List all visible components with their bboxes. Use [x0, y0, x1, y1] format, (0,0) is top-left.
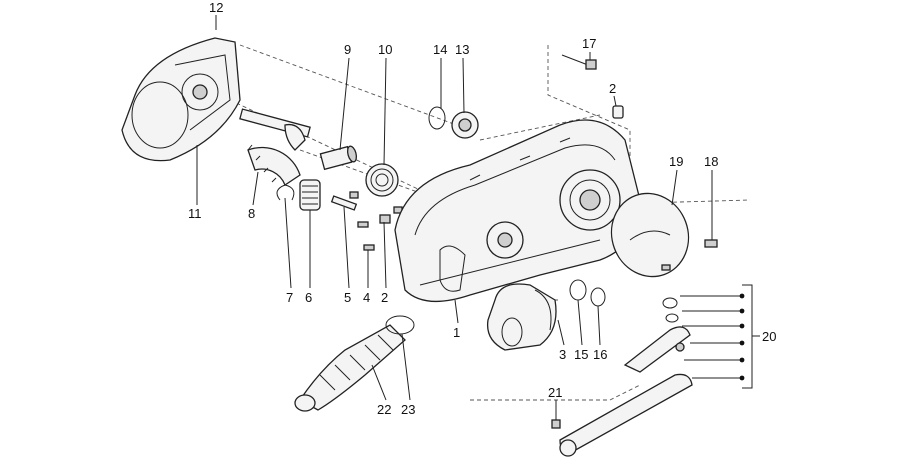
- callout-21: 21: [548, 385, 562, 400]
- callout-10: 10: [378, 42, 392, 57]
- part-bearing-set: [428, 106, 479, 139]
- callout-19: 19: [669, 154, 683, 169]
- part-kickstart-pedal: [551, 373, 693, 457]
- callout-2-upper: 2: [609, 81, 616, 96]
- part-intake-hose: [294, 324, 406, 412]
- part-pinion: [299, 179, 321, 211]
- callout-8: 8: [248, 206, 255, 221]
- callout-4: 4: [363, 290, 370, 305]
- part-dowel: [612, 105, 624, 119]
- callout-20: 20: [762, 329, 776, 344]
- callout-14: 14: [433, 42, 447, 57]
- part-rings: [569, 279, 606, 307]
- callout-12: 12: [209, 0, 223, 15]
- callout-18: 18: [704, 154, 718, 169]
- part-decorative-cap: [610, 192, 690, 278]
- part-kickstart-lever: [623, 297, 691, 373]
- part-screw-18: [704, 239, 718, 248]
- callout-2-lower: 2: [381, 290, 388, 305]
- part-transmission-cover: [394, 119, 641, 303]
- callout-17: 17: [582, 36, 596, 51]
- part-gasket-cover: [121, 37, 241, 162]
- callout-11: 11: [188, 206, 202, 221]
- part-circlip: [276, 184, 295, 201]
- callout-13: 13: [455, 42, 469, 57]
- part-hose-clamp: [385, 315, 415, 335]
- part-bolt-17: [561, 54, 597, 70]
- callout-16: 16: [593, 347, 607, 362]
- callout-9: 9: [344, 42, 351, 57]
- callout-numbers: 12 9 10 14 13 17 2 11 8 7 6 5 4 2 1 19 1…: [188, 0, 776, 417]
- part-small-screws: [349, 191, 403, 251]
- part-kickstart-gear: [239, 108, 311, 186]
- part-pin: [330, 195, 358, 211]
- callout-5: 5: [344, 290, 351, 305]
- callout-3: 3: [559, 347, 566, 362]
- part-spring: [365, 163, 399, 197]
- callout-7: 7: [286, 290, 293, 305]
- part-bushing: [319, 145, 358, 171]
- callout-23: 23: [401, 402, 415, 417]
- callout-1: 1: [453, 325, 460, 340]
- callout-22: 22: [377, 402, 391, 417]
- callout-15: 15: [574, 347, 588, 362]
- part-air-duct-elbow: [486, 283, 557, 351]
- callout-6: 6: [305, 290, 312, 305]
- leader-lines: [196, 15, 760, 420]
